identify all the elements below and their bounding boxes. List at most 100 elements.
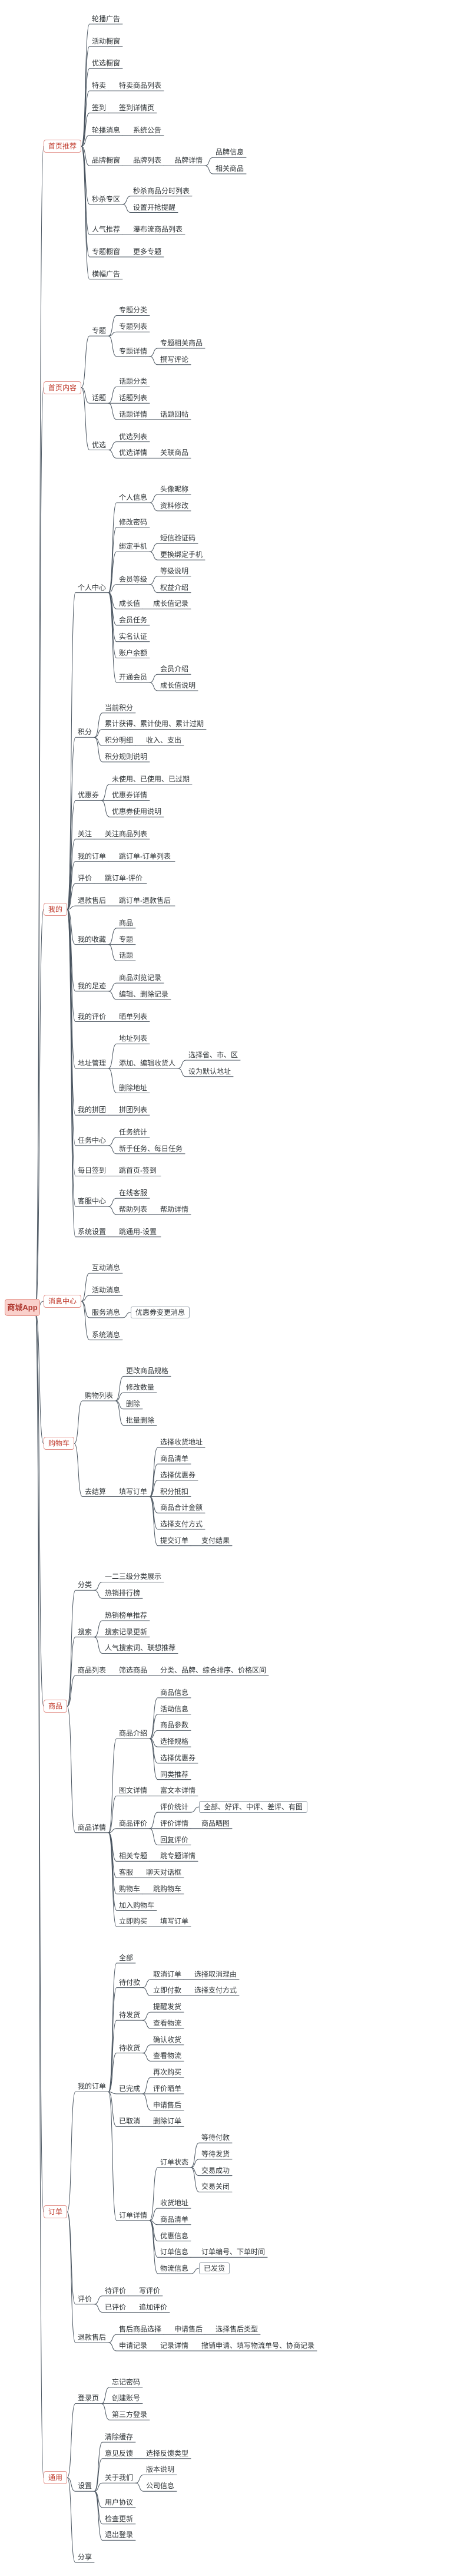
branch-topic[interactable]: 商品 bbox=[44, 1700, 68, 1713]
sub-topic[interactable]: 支付结果 bbox=[201, 1536, 230, 1545]
sub-topic[interactable]: 购物列表 bbox=[85, 1391, 114, 1400]
sub-topic[interactable]: 订单详情 bbox=[119, 2211, 148, 2219]
sub-topic[interactable]: 撤销申请、填写物流单号、协商记录 bbox=[201, 2341, 315, 2350]
sub-topic[interactable]: 任务统计 bbox=[119, 1127, 148, 1136]
sub-topic[interactable]: 地址列表 bbox=[119, 1034, 148, 1043]
sub-topic[interactable]: 修改密码 bbox=[119, 517, 148, 526]
sub-topic[interactable]: 物流信息 bbox=[160, 2264, 189, 2273]
sub-topic[interactable]: 收入、支出 bbox=[146, 736, 182, 745]
sub-topic[interactable]: 等待发货 bbox=[201, 2149, 230, 2158]
sub-topic[interactable]: 会员介绍 bbox=[160, 665, 189, 674]
sub-topic[interactable]: 修改数量 bbox=[126, 1383, 155, 1392]
sub-topic[interactable]: 客服中心 bbox=[78, 1197, 107, 1206]
sub-topic[interactable]: 系统设置 bbox=[78, 1227, 107, 1236]
sub-topic[interactable]: 品牌橱窗 bbox=[92, 156, 121, 165]
sub-topic[interactable]: 申请售后 bbox=[153, 2100, 182, 2109]
sub-topic[interactable]: 删除订单 bbox=[153, 2117, 182, 2126]
sub-topic[interactable]: 选择优惠券 bbox=[160, 1753, 196, 1762]
sub-topic[interactable]: 售后商品选择 bbox=[119, 2325, 162, 2334]
sub-topic[interactable]: 权益介绍 bbox=[160, 583, 189, 592]
sub-topic[interactable]: 评价晒单 bbox=[153, 2084, 182, 2093]
sub-topic[interactable]: 清除缓存 bbox=[105, 2432, 134, 2441]
sub-topic[interactable]: 话题分类 bbox=[119, 377, 148, 386]
sub-topic[interactable]: 筛选商品 bbox=[119, 1666, 148, 1675]
sub-topic[interactable]: 轮播广告 bbox=[92, 14, 121, 23]
sub-topic[interactable]: 全部 bbox=[119, 1954, 134, 1962]
sub-topic[interactable]: 系统消息 bbox=[92, 1330, 121, 1339]
sub-topic[interactable]: 选择省、市、区 bbox=[188, 1051, 238, 1060]
sub-topic[interactable]: 秒杀商品分时列表 bbox=[133, 186, 190, 195]
sub-topic[interactable]: 撰写评论 bbox=[160, 355, 189, 364]
sub-topic[interactable]: 查看物流 bbox=[153, 2018, 182, 2027]
sub-topic[interactable]: 申请售后 bbox=[174, 2325, 203, 2334]
sub-topic[interactable]: 第三方登录 bbox=[112, 2410, 148, 2419]
sub-topic[interactable]: 选择反馈类型 bbox=[146, 2449, 189, 2458]
sub-topic[interactable]: 跳订单-评价 bbox=[105, 874, 142, 883]
sub-topic[interactable]: 绑定手机 bbox=[119, 542, 148, 551]
sub-topic[interactable]: 实名认证 bbox=[119, 632, 148, 641]
sub-topic[interactable]: 选择收货地址 bbox=[160, 1438, 203, 1447]
sub-topic[interactable]: 设为默认地址 bbox=[188, 1067, 231, 1076]
sub-topic[interactable]: 公司信息 bbox=[146, 2482, 175, 2491]
sub-topic[interactable]: 忘记密码 bbox=[112, 2377, 141, 2386]
highlighted-topic[interactable]: 优惠券变更消息 bbox=[131, 1306, 190, 1318]
highlighted-topic[interactable]: 已发货 bbox=[199, 2262, 230, 2275]
sub-topic[interactable]: 选择支付方式 bbox=[194, 1986, 237, 1995]
sub-topic[interactable]: 人气推荐 bbox=[92, 225, 121, 234]
sub-topic[interactable]: 话题详情 bbox=[119, 410, 148, 418]
sub-topic[interactable]: 成长值记录 bbox=[153, 599, 189, 608]
sub-topic[interactable]: 搜索记录更新 bbox=[105, 1627, 148, 1636]
sub-topic[interactable]: 退款售后 bbox=[78, 896, 107, 905]
sub-topic[interactable]: 跳首页-签到 bbox=[119, 1166, 157, 1175]
sub-topic[interactable]: 晒单列表 bbox=[119, 1012, 148, 1021]
sub-topic[interactable]: 品牌信息 bbox=[216, 148, 244, 157]
sub-topic[interactable]: 开通会员 bbox=[119, 673, 148, 682]
sub-topic[interactable]: 签到 bbox=[92, 103, 107, 112]
sub-topic[interactable]: 查看物流 bbox=[153, 2051, 182, 2060]
sub-topic[interactable]: 批量删除 bbox=[126, 1416, 155, 1424]
sub-topic[interactable]: 删除 bbox=[126, 1399, 141, 1408]
sub-topic[interactable]: 累计获得、累计使用、累计过期 bbox=[105, 720, 204, 728]
sub-topic[interactable]: 申请记录 bbox=[119, 2341, 148, 2350]
sub-topic[interactable]: 签到详情页 bbox=[119, 103, 155, 112]
sub-topic[interactable]: 追加评价 bbox=[139, 2303, 168, 2311]
sub-topic[interactable]: 交易成功 bbox=[201, 2166, 230, 2175]
sub-topic[interactable]: 再次购买 bbox=[153, 2068, 182, 2077]
sub-topic[interactable]: 专题橱窗 bbox=[92, 247, 121, 256]
sub-topic[interactable]: 活动消息 bbox=[92, 1286, 121, 1295]
branch-topic[interactable]: 首页推荐 bbox=[44, 140, 82, 153]
sub-topic[interactable]: 商品信息 bbox=[160, 1688, 189, 1697]
sub-topic[interactable]: 客服 bbox=[119, 1868, 134, 1877]
sub-topic[interactable]: 专题相关商品 bbox=[160, 338, 203, 347]
sub-topic[interactable]: 订单状态 bbox=[160, 2158, 189, 2166]
sub-topic[interactable]: 互动消息 bbox=[92, 1264, 121, 1272]
sub-topic[interactable]: 退款售后 bbox=[78, 2333, 107, 2342]
sub-topic[interactable]: 写评价 bbox=[139, 2286, 161, 2295]
sub-topic[interactable]: 瀑布流商品列表 bbox=[133, 225, 183, 234]
sub-topic[interactable]: 帮助详情 bbox=[160, 1205, 189, 1213]
sub-topic[interactable]: 活动信息 bbox=[160, 1704, 189, 1713]
sub-topic[interactable]: 立即付款 bbox=[153, 1986, 182, 1995]
sub-topic[interactable]: 帮助列表 bbox=[119, 1205, 148, 1213]
sub-topic[interactable]: 我的足迹 bbox=[78, 981, 107, 990]
sub-topic[interactable]: 个人中心 bbox=[78, 583, 107, 592]
sub-topic[interactable]: 热销榜单推荐 bbox=[105, 1611, 148, 1620]
sub-topic[interactable]: 会员等级 bbox=[119, 575, 148, 583]
sub-topic[interactable]: 版本说明 bbox=[146, 2465, 175, 2474]
sub-topic[interactable]: 图文详情 bbox=[119, 1786, 148, 1795]
sub-topic[interactable]: 商品合计金额 bbox=[160, 1503, 203, 1512]
sub-topic[interactable]: 商品详情 bbox=[78, 1823, 107, 1832]
sub-topic[interactable]: 创建账号 bbox=[112, 2394, 141, 2403]
root-topic[interactable]: 商城App bbox=[5, 1299, 40, 1317]
sub-topic[interactable]: 评价 bbox=[78, 2294, 92, 2303]
sub-topic[interactable]: 优选橱窗 bbox=[92, 59, 121, 68]
sub-topic[interactable]: 商品晒图 bbox=[201, 1819, 230, 1828]
sub-topic[interactable]: 未使用、已使用、已过期 bbox=[112, 774, 190, 783]
sub-topic[interactable]: 拼团列表 bbox=[119, 1106, 148, 1114]
sub-topic[interactable]: 已取消 bbox=[119, 2117, 141, 2126]
sub-topic[interactable]: 话题列表 bbox=[119, 394, 148, 403]
sub-topic[interactable]: 商品介绍 bbox=[119, 1729, 148, 1738]
sub-topic[interactable]: 相关专题 bbox=[119, 1852, 148, 1861]
sub-topic[interactable]: 填写订单 bbox=[119, 1487, 148, 1496]
sub-topic[interactable]: 分类 bbox=[78, 1581, 92, 1589]
